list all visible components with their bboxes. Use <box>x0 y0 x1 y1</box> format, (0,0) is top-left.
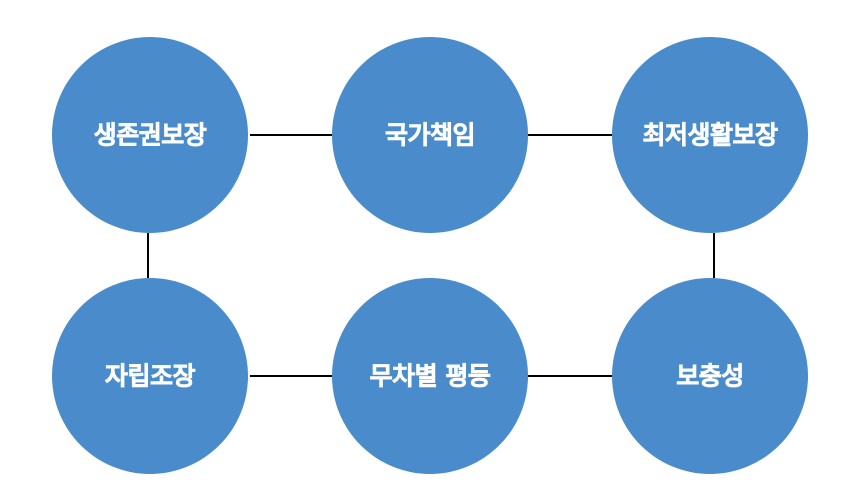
node-circle <box>52 278 248 474</box>
node-circle <box>332 278 528 474</box>
node-label: 보충성 <box>676 362 744 391</box>
node-label: 생존권보장 <box>94 121 207 150</box>
node-equality: 무차별 평등 <box>332 278 528 474</box>
node-circle <box>612 37 808 233</box>
node-minimum-living: 최저생활보장 <box>612 37 808 233</box>
node-self-reliance: 자립조장 <box>52 278 248 474</box>
node-circle <box>612 278 808 474</box>
node-state-responsibility: 국가책임 <box>332 37 528 233</box>
node-circle <box>52 37 248 233</box>
node-label: 국가책임 <box>385 121 475 150</box>
node-survival-rights: 생존권보장 <box>52 37 248 233</box>
node-label: 최저생활보장 <box>642 121 778 150</box>
node-label: 자립조장 <box>105 362 196 391</box>
node-label: 무차별 평등 <box>370 362 491 391</box>
node-circle <box>332 37 528 233</box>
node-supplementarity: 보충성 <box>612 278 808 474</box>
